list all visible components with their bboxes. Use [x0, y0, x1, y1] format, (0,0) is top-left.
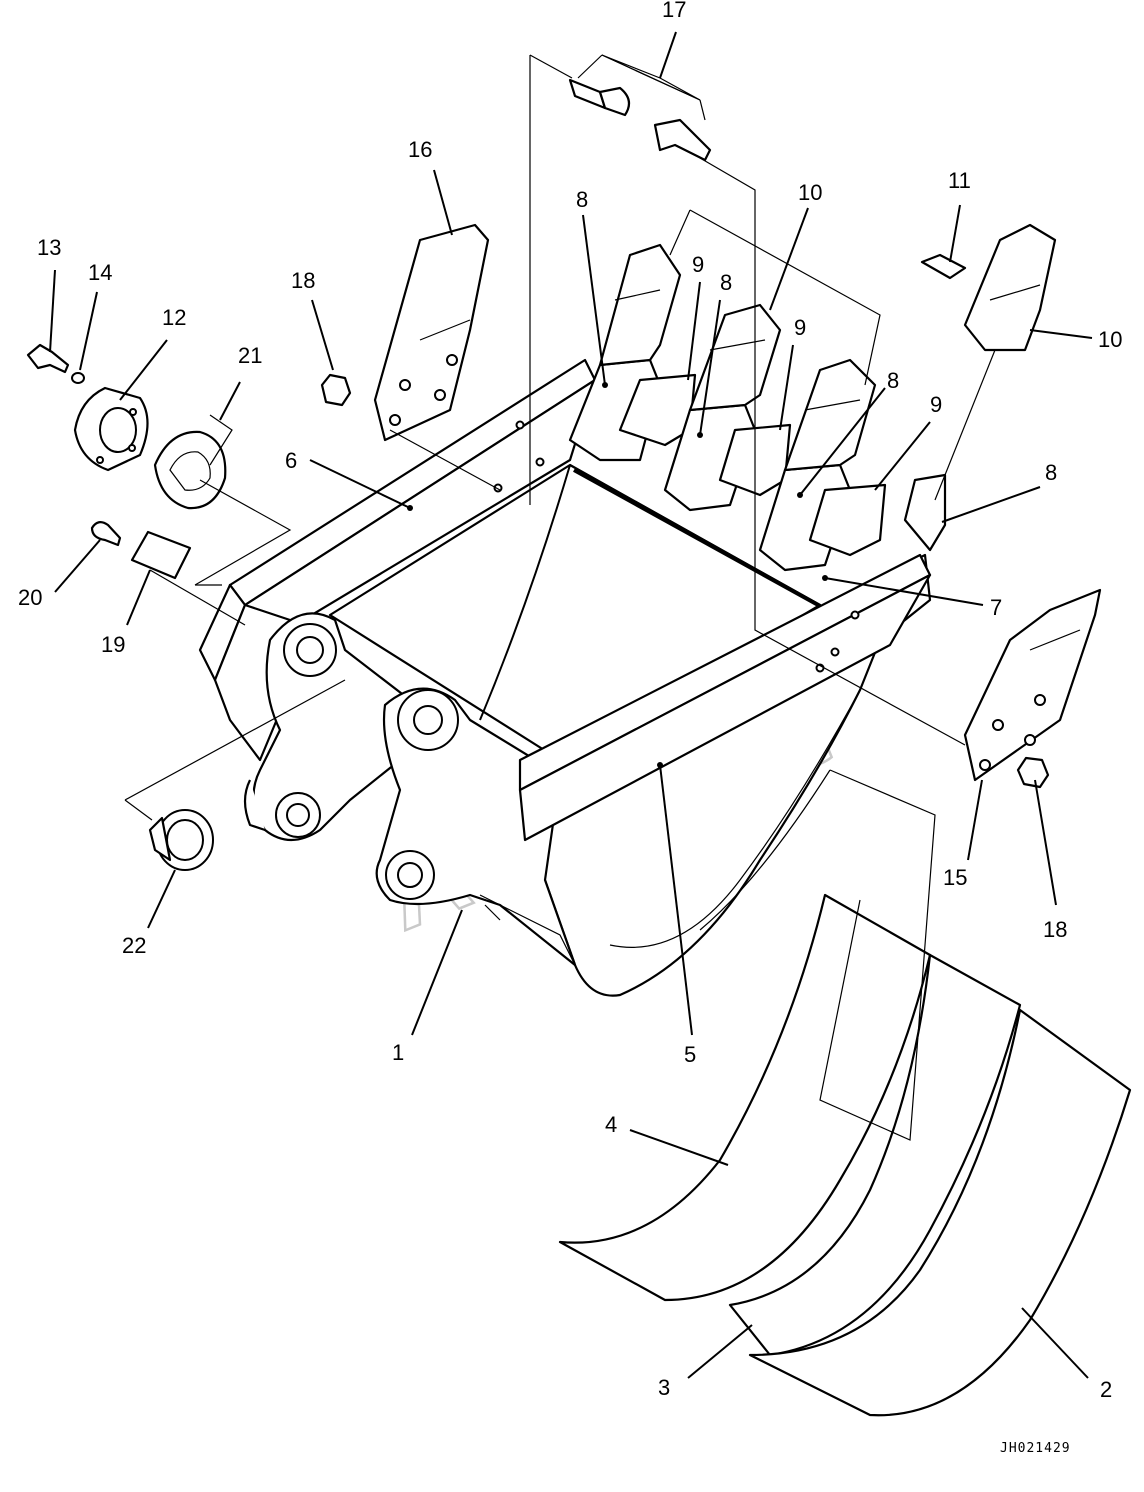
- callout-19: 19: [101, 632, 125, 657]
- bolt-13: [26, 343, 70, 374]
- screw-20: [90, 521, 122, 547]
- callout-2: 2: [1100, 1377, 1112, 1402]
- drawing-code: JH021429: [1000, 1441, 1071, 1456]
- bushing-22: [148, 809, 214, 871]
- callout-17: 17: [662, 0, 686, 22]
- callout-8c: 8: [887, 368, 899, 393]
- boss-12: [73, 386, 149, 472]
- tooth-group: [568, 243, 947, 572]
- left-side-plate: [198, 583, 412, 842]
- callout-9c: 9: [930, 392, 942, 417]
- callout-3: 3: [658, 1375, 670, 1400]
- callout-8a: 8: [576, 187, 588, 212]
- callout-6: 6: [285, 448, 297, 473]
- callout-1: 1: [392, 1040, 404, 1065]
- shim-21: [153, 430, 227, 510]
- callout-10a: 10: [798, 180, 822, 205]
- plate-19: [130, 530, 192, 580]
- leader-lines: [49, 31, 1093, 1379]
- side-cutter-16: [373, 223, 490, 442]
- callout-7: 7: [990, 595, 1002, 620]
- callout-9b: 9: [794, 315, 806, 340]
- callout-20: 20: [18, 585, 42, 610]
- bolt-17: [568, 78, 712, 162]
- callout-8b: 8: [720, 270, 732, 295]
- callout-13: 13: [37, 235, 61, 260]
- callout-18b: 18: [1043, 917, 1067, 942]
- callout-16: 16: [408, 137, 432, 162]
- front-rail: [518, 553, 932, 842]
- callout-4: 4: [605, 1112, 617, 1137]
- callout-11: 11: [948, 168, 971, 193]
- nut-18-right: [1016, 756, 1050, 789]
- tooth-10-loose: [963, 223, 1057, 352]
- callout-18a: 18: [291, 268, 315, 293]
- callout-22: 22: [122, 933, 146, 958]
- guide-lines: [124, 54, 996, 1141]
- callout-labels: 1 2 3 4 5 6 7 8 8 8 8 9 9 9 10 10 11 12 …: [18, 0, 1122, 1402]
- callout-21: 21: [238, 343, 262, 368]
- callout-5: 5: [684, 1042, 696, 1067]
- callout-14: 14: [88, 260, 112, 285]
- callout-9a: 9: [692, 252, 704, 277]
- callout-8d: 8: [1045, 460, 1057, 485]
- wear-plates: [558, 893, 1132, 1417]
- side-cutter-15: [963, 588, 1102, 782]
- pin-11: [920, 253, 967, 280]
- washer-14: [71, 372, 85, 384]
- bucket-inner: [328, 463, 822, 762]
- callout-15: 15: [943, 865, 967, 890]
- callout-10b: 10: [1098, 327, 1122, 352]
- callout-12: 12: [162, 305, 186, 330]
- nut-18-left: [320, 373, 352, 407]
